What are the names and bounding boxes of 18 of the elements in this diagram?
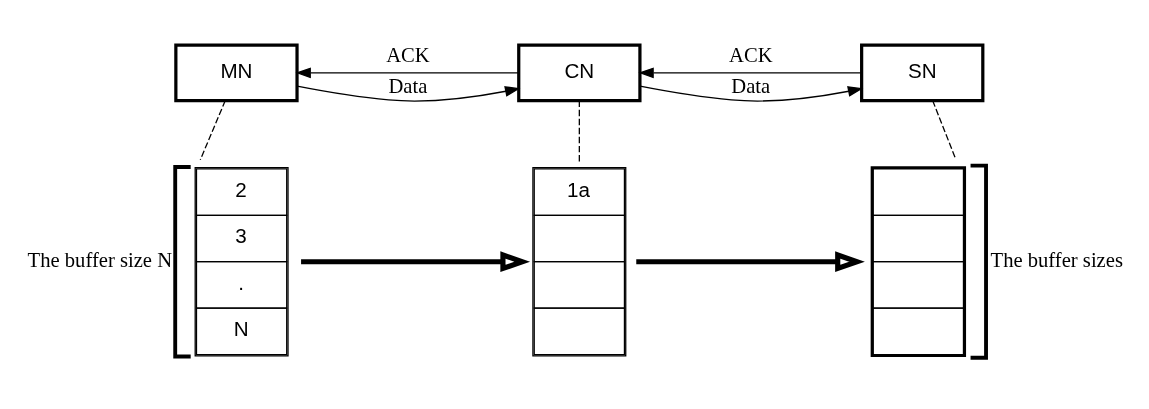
node-box: MN: [174, 43, 299, 102]
connector: [578, 99, 580, 163]
connector: [199, 99, 226, 160]
edge-label: Data: [731, 74, 771, 97]
arrow: [296, 85, 521, 102]
node-label: The buffer sizes: [990, 248, 1123, 271]
edge-label: ACK: [729, 43, 773, 66]
arrow: [301, 250, 531, 272]
node-box: CN: [517, 43, 642, 102]
edge-label: ACK: [386, 43, 430, 66]
edge-label: Data: [388, 74, 428, 97]
connector: [932, 99, 957, 159]
node-label: The buffer size N: [27, 248, 173, 271]
arrow: [639, 85, 864, 102]
arrow: [636, 250, 865, 272]
arrow: [295, 66, 520, 78]
node-box: SN: [860, 43, 985, 102]
arrow: [638, 66, 862, 78]
